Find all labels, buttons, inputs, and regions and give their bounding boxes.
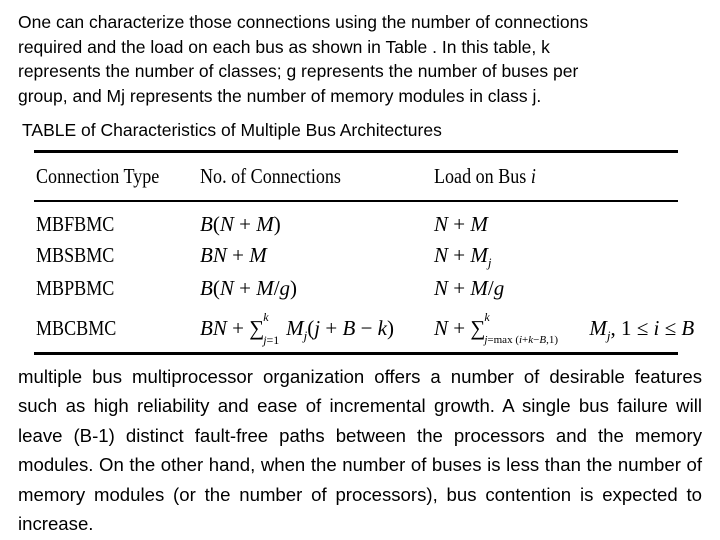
table-row-connections: B(N + M/g) xyxy=(200,276,298,300)
table-row-load: N + Mj xyxy=(434,243,492,271)
table-row-type: MBFBMC xyxy=(36,212,115,236)
body-paragraph: multiple bus multiprocessor organization… xyxy=(18,366,702,535)
header-connection-type: Connection Type xyxy=(36,164,160,188)
header-no-of-connections: No. of Connections xyxy=(200,164,341,188)
table-bottom-rule xyxy=(34,352,678,355)
table-row-connections: BN + M xyxy=(200,243,267,267)
table-row-load: N + M/g xyxy=(434,276,505,300)
characteristics-table: Connection Type No. of Connections Load … xyxy=(34,150,694,356)
header-load-on-bus: Load on Bus i xyxy=(434,164,536,188)
table-row-load: N + M xyxy=(434,212,488,236)
table-row-connections: B(N + M) xyxy=(200,212,281,236)
table-row-type: MBSBMC xyxy=(36,243,115,267)
table-row-type: MBCBMC xyxy=(36,316,117,340)
table-header-rule xyxy=(34,200,678,202)
intro-paragraph: One can characterize those connections u… xyxy=(18,12,589,106)
table-caption: TABLE of Characteristics of Multiple Bus… xyxy=(22,120,442,140)
table-row-type: MBPBMC xyxy=(36,276,115,300)
table-top-rule xyxy=(34,150,678,153)
